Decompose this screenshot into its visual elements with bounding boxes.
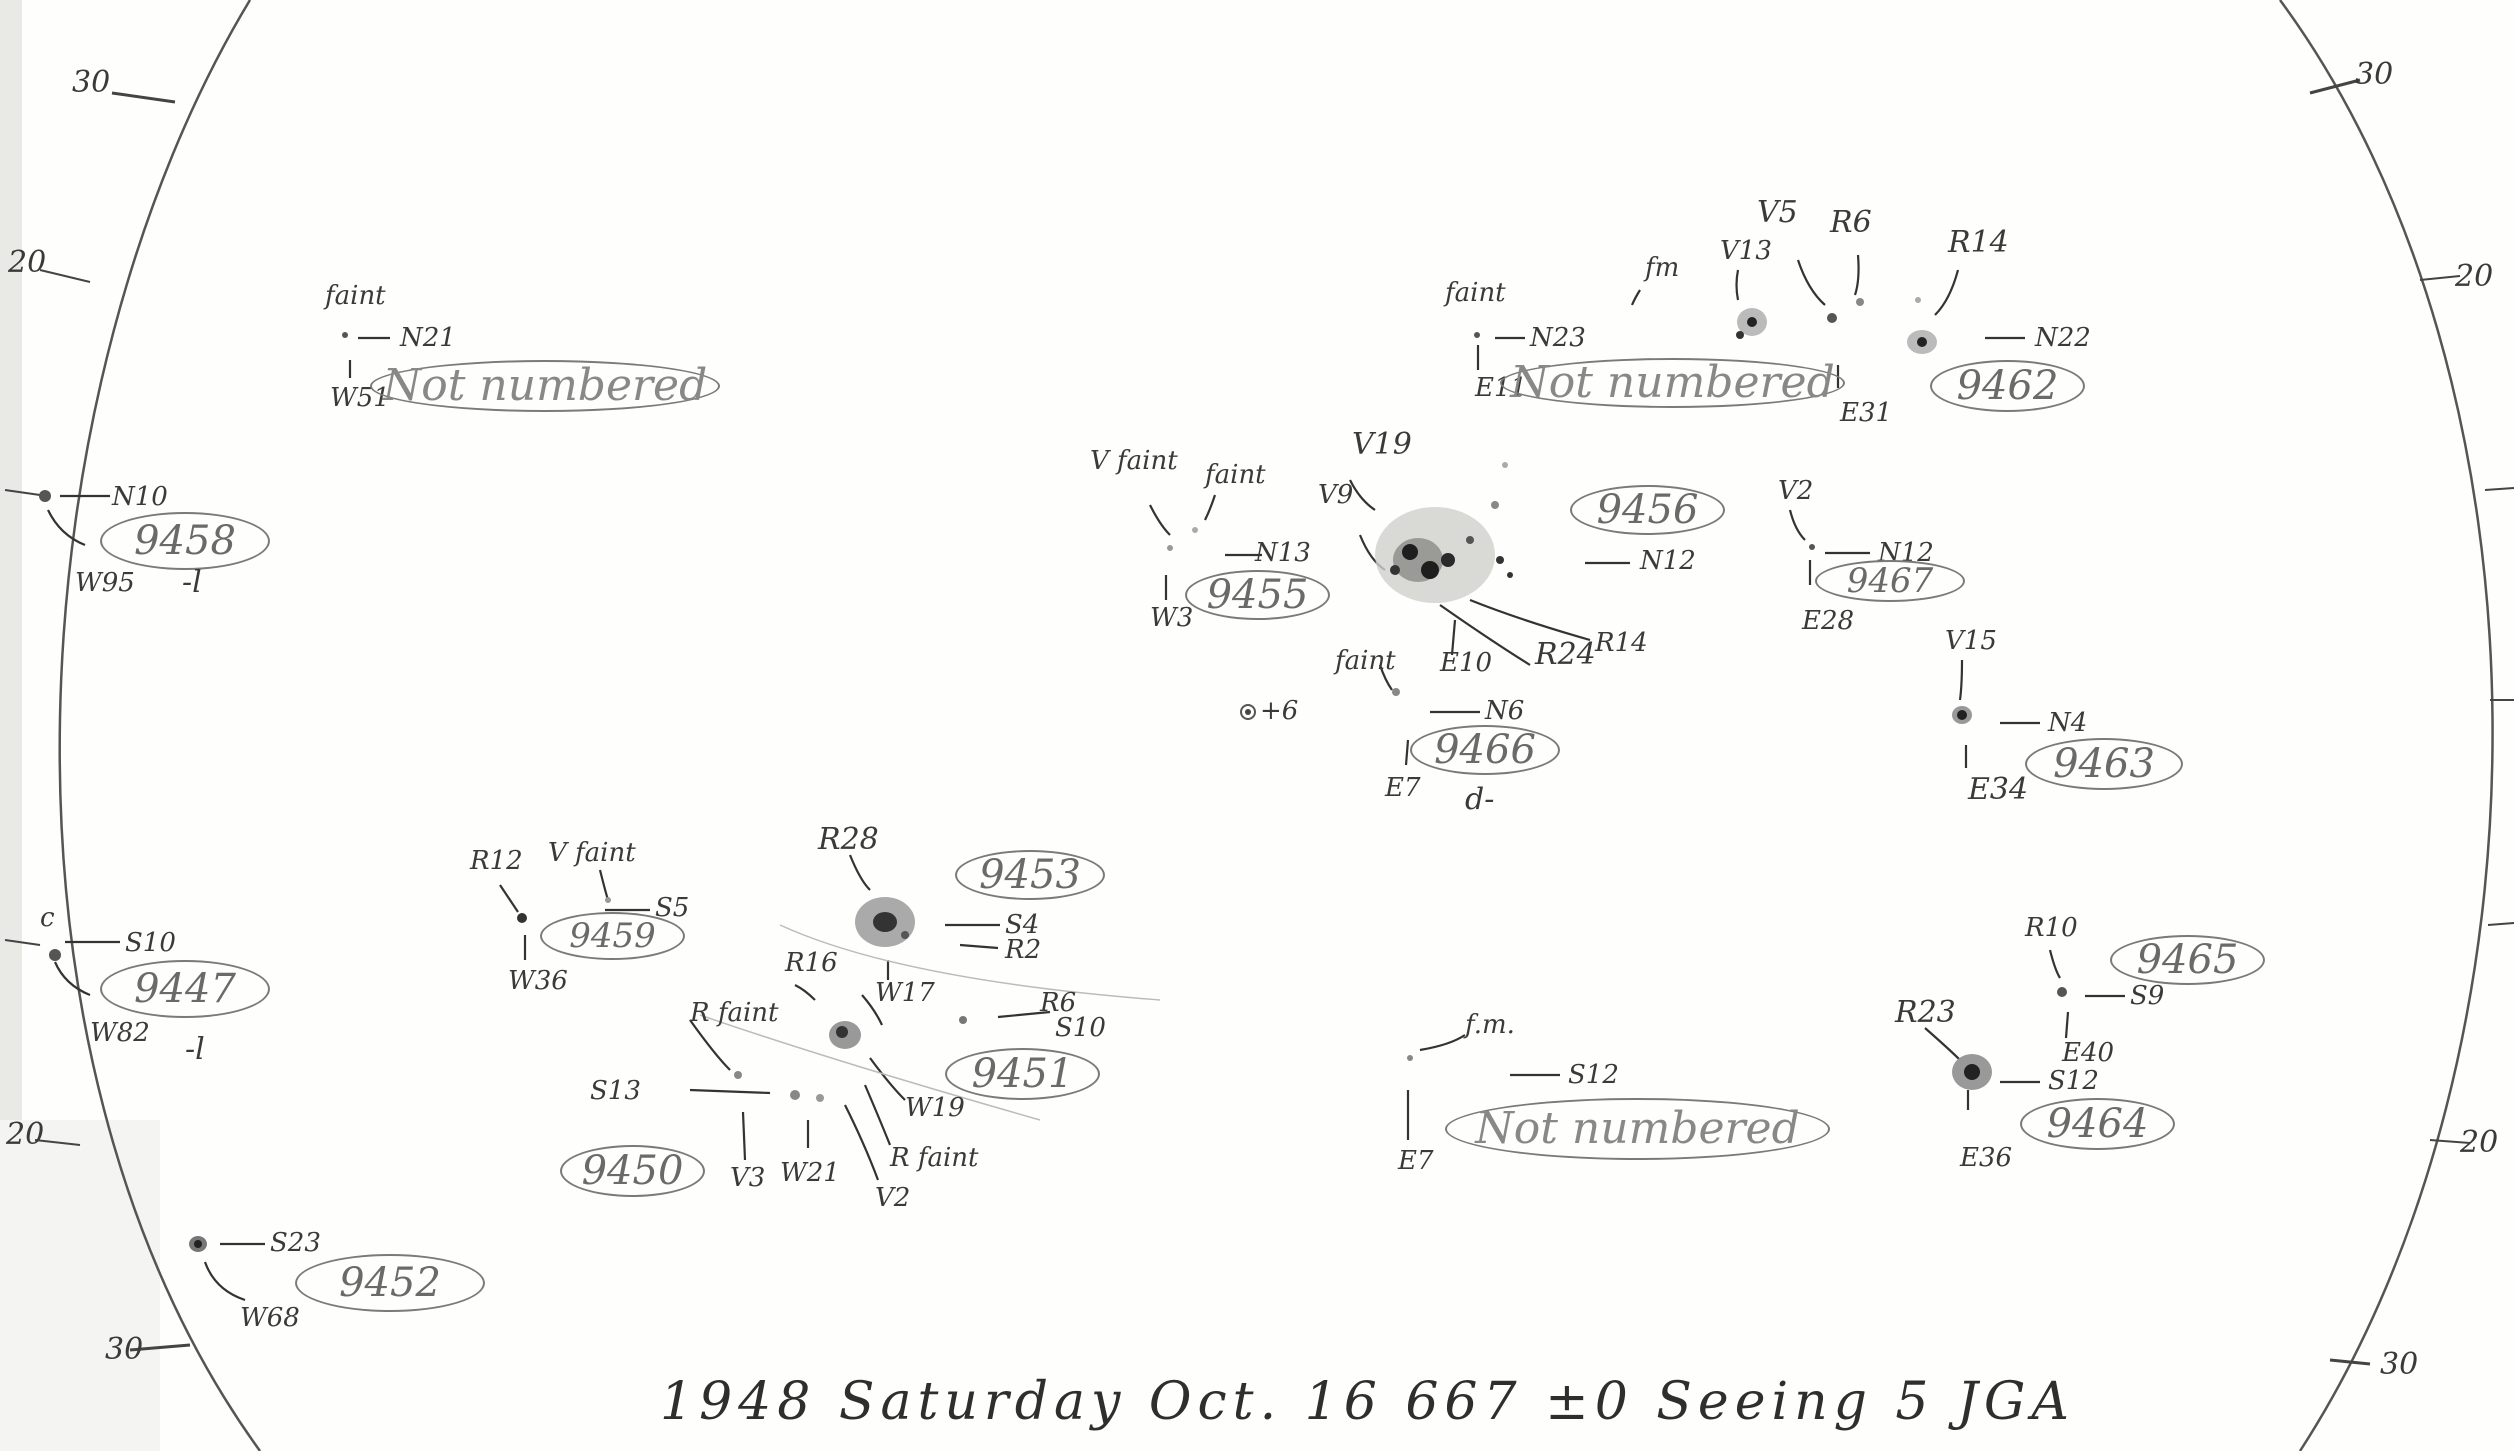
- spot-mark: R14: [1595, 628, 1648, 658]
- limb-tick-label: 20: [8, 245, 47, 280]
- spot-mark: V2: [1778, 476, 1814, 506]
- spot-mark: R6: [1040, 988, 1077, 1018]
- longitude-label: E10: [1440, 648, 1493, 678]
- limb-tick-label: 30: [2380, 1347, 2419, 1382]
- group-note: -l: [182, 565, 202, 600]
- group-number-oval: 9455: [1185, 570, 1330, 620]
- group-label-unnumbered: Not numbered: [1445, 1098, 1830, 1160]
- spot-mark: +6: [1260, 696, 1299, 726]
- latitude-label: S12: [2048, 1066, 2099, 1096]
- spot-mark: V19: [1352, 427, 1412, 462]
- longitude-label: E28: [1802, 606, 1855, 636]
- limb-tick-label: 20: [2455, 259, 2494, 294]
- longitude-label: E34: [1968, 772, 2029, 807]
- group-number-oval: 9458: [100, 512, 270, 570]
- spot-mark: V3: [730, 1163, 766, 1193]
- limb-tick-label: 30: [105, 1332, 144, 1367]
- spot-mark: V faint: [1090, 446, 1178, 476]
- longitude-label: W3: [1150, 603, 1194, 633]
- longitude-label: W95: [75, 568, 135, 598]
- latitude-label: N6: [1485, 696, 1525, 726]
- latitude-label: N23: [1530, 323, 1586, 353]
- spot-mark: V13: [1720, 236, 1772, 266]
- spot-mark: R24: [1535, 637, 1596, 672]
- group-number-oval: 9467: [1815, 560, 1965, 602]
- latitude-label: N12: [1640, 546, 1696, 576]
- group-number-oval: 9452: [295, 1254, 485, 1312]
- spot-mark: V5: [1757, 195, 1798, 230]
- latitude-label: N4: [2048, 708, 2088, 738]
- group-number-oval: 9447: [100, 960, 270, 1018]
- longitude-label: W36: [508, 966, 568, 996]
- longitude-label: W68: [240, 1303, 300, 1333]
- spot-mark: faint: [1335, 646, 1396, 676]
- spot-mark: R faint: [890, 1143, 979, 1173]
- group-number-oval: 9450: [560, 1145, 705, 1197]
- longitude-label: E40: [2062, 1038, 2115, 1068]
- spot-mark: V2: [875, 1183, 911, 1213]
- group-number-oval: 9459: [540, 912, 685, 960]
- longitude-label: E36: [1960, 1143, 2013, 1173]
- group-number-oval: 9464: [2020, 1098, 2175, 1150]
- spot-mark: faint: [325, 281, 386, 311]
- group-number-oval: 9465: [2110, 935, 2265, 985]
- group-note: d-: [1465, 782, 1495, 817]
- spot-mark: R16: [785, 948, 838, 978]
- latitude-label: N21: [400, 323, 456, 353]
- latitude-label: S5: [655, 893, 690, 923]
- spot-mark: V faint: [548, 838, 636, 868]
- limb-tick-label: 20: [2460, 1125, 2499, 1160]
- longitude-label: W82: [90, 1018, 150, 1048]
- latitude-label: S23: [270, 1228, 321, 1258]
- left-limb: [58, 0, 262, 1451]
- group-number-oval: 9451: [945, 1048, 1100, 1100]
- latitude-label: N10: [112, 482, 168, 512]
- limb-tick-label: 30: [72, 65, 111, 100]
- spot-mark: V9: [1318, 480, 1354, 510]
- group-label-unnumbered: Not numbered: [1500, 358, 1845, 408]
- latitude-label: S4: [1005, 910, 1040, 940]
- latitude-label: N13: [1255, 538, 1311, 568]
- spot-mark: R2: [1005, 935, 1042, 965]
- latitude-label: S10: [1055, 1013, 1106, 1043]
- spot-mark: R14: [1948, 225, 2009, 260]
- group-number-oval: 9466: [1410, 725, 1560, 775]
- spot-mark: faint: [1205, 460, 1266, 490]
- group-number-oval: 9462: [1930, 360, 2085, 412]
- spot-mark: R10: [2025, 913, 2078, 943]
- latitude-label: N22: [2035, 323, 2091, 353]
- group-number-oval: 9453: [955, 850, 1105, 900]
- group-label-unnumbered: Not numbered: [370, 360, 720, 412]
- right-limb: [2278, 0, 2494, 1451]
- spot-mark: faint: [1445, 278, 1506, 308]
- group-number-oval: 9463: [2025, 738, 2183, 790]
- group-note: -l: [185, 1032, 205, 1067]
- longitude-label: W21: [780, 1158, 840, 1188]
- longitude-label: W17: [875, 978, 935, 1008]
- longitude-label: E7: [1385, 773, 1421, 803]
- spot-mark: R6: [1830, 205, 1872, 240]
- spot-mark: R23: [1895, 995, 1956, 1030]
- spot-mark: V15: [1945, 626, 1997, 656]
- latitude-label: S10: [125, 928, 176, 958]
- limb-tick-label: 30: [2355, 57, 2394, 92]
- longitude-label: W19: [905, 1093, 965, 1123]
- latitude-label: S9: [2130, 981, 2165, 1011]
- spot-mark: R12: [470, 846, 523, 876]
- latitude-label: S13: [590, 1076, 641, 1106]
- spot-mark: f.m.: [1465, 1010, 1515, 1040]
- group-number-oval: 9456: [1570, 485, 1725, 535]
- spot-mark: c: [40, 903, 55, 933]
- longitude-label: E31: [1840, 398, 1893, 428]
- longitude-label: E7: [1398, 1146, 1434, 1176]
- spot-mark: R28: [818, 822, 879, 857]
- latitude-label: S12: [1568, 1060, 1619, 1090]
- spot-mark: R faint: [690, 998, 779, 1028]
- observation-caption: 1948 Saturday Oct. 16 667 ±0 Seeing 5 JG…: [660, 1372, 2075, 1432]
- limb-tick-label: 20: [6, 1117, 45, 1152]
- spot-mark: fm: [1645, 253, 1680, 283]
